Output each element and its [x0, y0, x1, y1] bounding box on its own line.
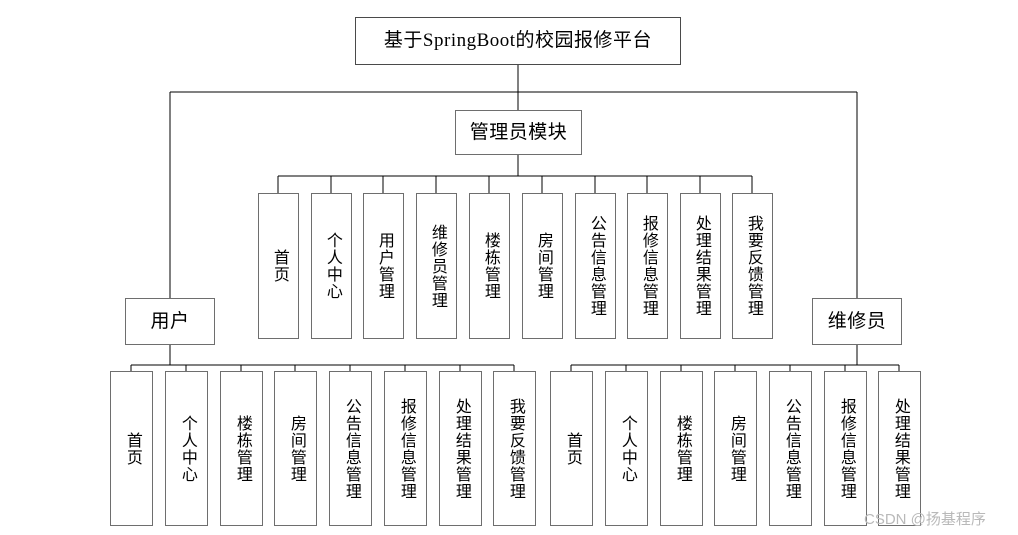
node-admin-child-home[interactable]: 首页: [258, 193, 299, 339]
node-repairman-child-personal-center[interactable]: 个人中心: [605, 371, 648, 526]
node-admin-child-user-management[interactable]: 用户管理: [363, 193, 404, 339]
node-admin-child-personal-center-label: 个人中心: [323, 232, 341, 300]
node-admin-child-personal-center[interactable]: 个人中心: [311, 193, 352, 339]
node-admin-child-feedback-management[interactable]: 我要反馈管理: [732, 193, 773, 339]
node-user-child-feedback-management[interactable]: 我要反馈管理: [493, 371, 536, 526]
node-user-child-room-management[interactable]: 房间管理: [274, 371, 317, 526]
node-user-child-result-management[interactable]: 处理结果管理: [439, 371, 482, 526]
node-repairman-child-home-label: 首页: [563, 431, 581, 466]
node-admin-module-label: 管理员模块: [469, 121, 568, 143]
node-admin-child-result-management-label: 处理结果管理: [692, 215, 710, 317]
node-admin-module[interactable]: 管理员模块: [455, 110, 582, 155]
node-repairman-child-announcement-management-label: 公告信息管理: [782, 397, 800, 500]
node-repairman-child-repair-info-management[interactable]: 报修信息管理: [824, 371, 867, 526]
node-admin-child-home-label: 首页: [270, 249, 288, 283]
node-admin-child-room-management[interactable]: 房间管理: [522, 193, 563, 339]
node-repairman-child-home[interactable]: 首页: [550, 371, 593, 526]
node-user-child-announcement-management[interactable]: 公告信息管理: [329, 371, 372, 526]
node-admin-child-building-management[interactable]: 楼栋管理: [469, 193, 510, 339]
node-repairman-child-repair-info-management-label: 报修信息管理: [837, 397, 855, 500]
node-repairman-child-room-management[interactable]: 房间管理: [714, 371, 757, 526]
node-admin-child-room-management-label: 房间管理: [534, 232, 552, 300]
node-repairman-child-personal-center-label: 个人中心: [618, 414, 636, 483]
node-user-child-feedback-management-label: 我要反馈管理: [506, 397, 524, 500]
node-repairman-label: 维修员: [827, 310, 887, 332]
node-user-child-personal-center-label: 个人中心: [178, 414, 196, 483]
node-admin-child-repair-info-management-label: 报修信息管理: [639, 215, 657, 317]
node-user-child-building-management[interactable]: 楼栋管理: [220, 371, 263, 526]
node-root-platform-label: 基于SpringBoot的校园报修平台: [383, 30, 653, 52]
node-admin-child-result-management[interactable]: 处理结果管理: [680, 193, 721, 339]
node-user-child-home[interactable]: 首页: [110, 371, 153, 526]
node-repairman-child-building-management[interactable]: 楼栋管理: [660, 371, 703, 526]
node-repairman-child-announcement-management[interactable]: 公告信息管理: [769, 371, 812, 526]
node-user-label: 用户: [150, 310, 190, 332]
node-user-child-repair-info-management-label: 报修信息管理: [397, 397, 415, 500]
node-admin-child-repairman-management[interactable]: 维修员管理: [416, 193, 457, 339]
node-admin-child-feedback-management-label: 我要反馈管理: [744, 215, 762, 317]
node-admin-child-user-management-label: 用户管理: [375, 232, 393, 300]
node-root-platform[interactable]: 基于SpringBoot的校园报修平台: [355, 17, 681, 65]
node-user-child-home-label: 首页: [123, 431, 141, 466]
node-repairman-child-result-management[interactable]: 处理结果管理: [878, 371, 921, 526]
node-repairman-child-building-management-label: 楼栋管理: [673, 414, 691, 483]
node-admin-child-announcement-management[interactable]: 公告信息管理: [575, 193, 616, 339]
node-user-child-building-management-label: 楼栋管理: [233, 414, 251, 483]
node-user-child-result-management-label: 处理结果管理: [452, 397, 470, 500]
node-user-child-announcement-management-label: 公告信息管理: [342, 397, 360, 500]
node-repairman-child-room-management-label: 房间管理: [727, 414, 745, 483]
node-repairman-child-result-management-label: 处理结果管理: [891, 397, 909, 500]
node-admin-child-repairman-management-label: 维修员管理: [428, 223, 446, 309]
node-repairman[interactable]: 维修员: [812, 298, 902, 345]
node-user-child-room-management-label: 房间管理: [287, 414, 305, 483]
node-user-child-repair-info-management[interactable]: 报修信息管理: [384, 371, 427, 526]
node-admin-child-repair-info-management[interactable]: 报修信息管理: [627, 193, 668, 339]
node-admin-child-building-management-label: 楼栋管理: [481, 232, 499, 300]
node-admin-child-announcement-management-label: 公告信息管理: [587, 215, 605, 317]
node-user[interactable]: 用户: [125, 298, 215, 345]
node-user-child-personal-center[interactable]: 个人中心: [165, 371, 208, 526]
